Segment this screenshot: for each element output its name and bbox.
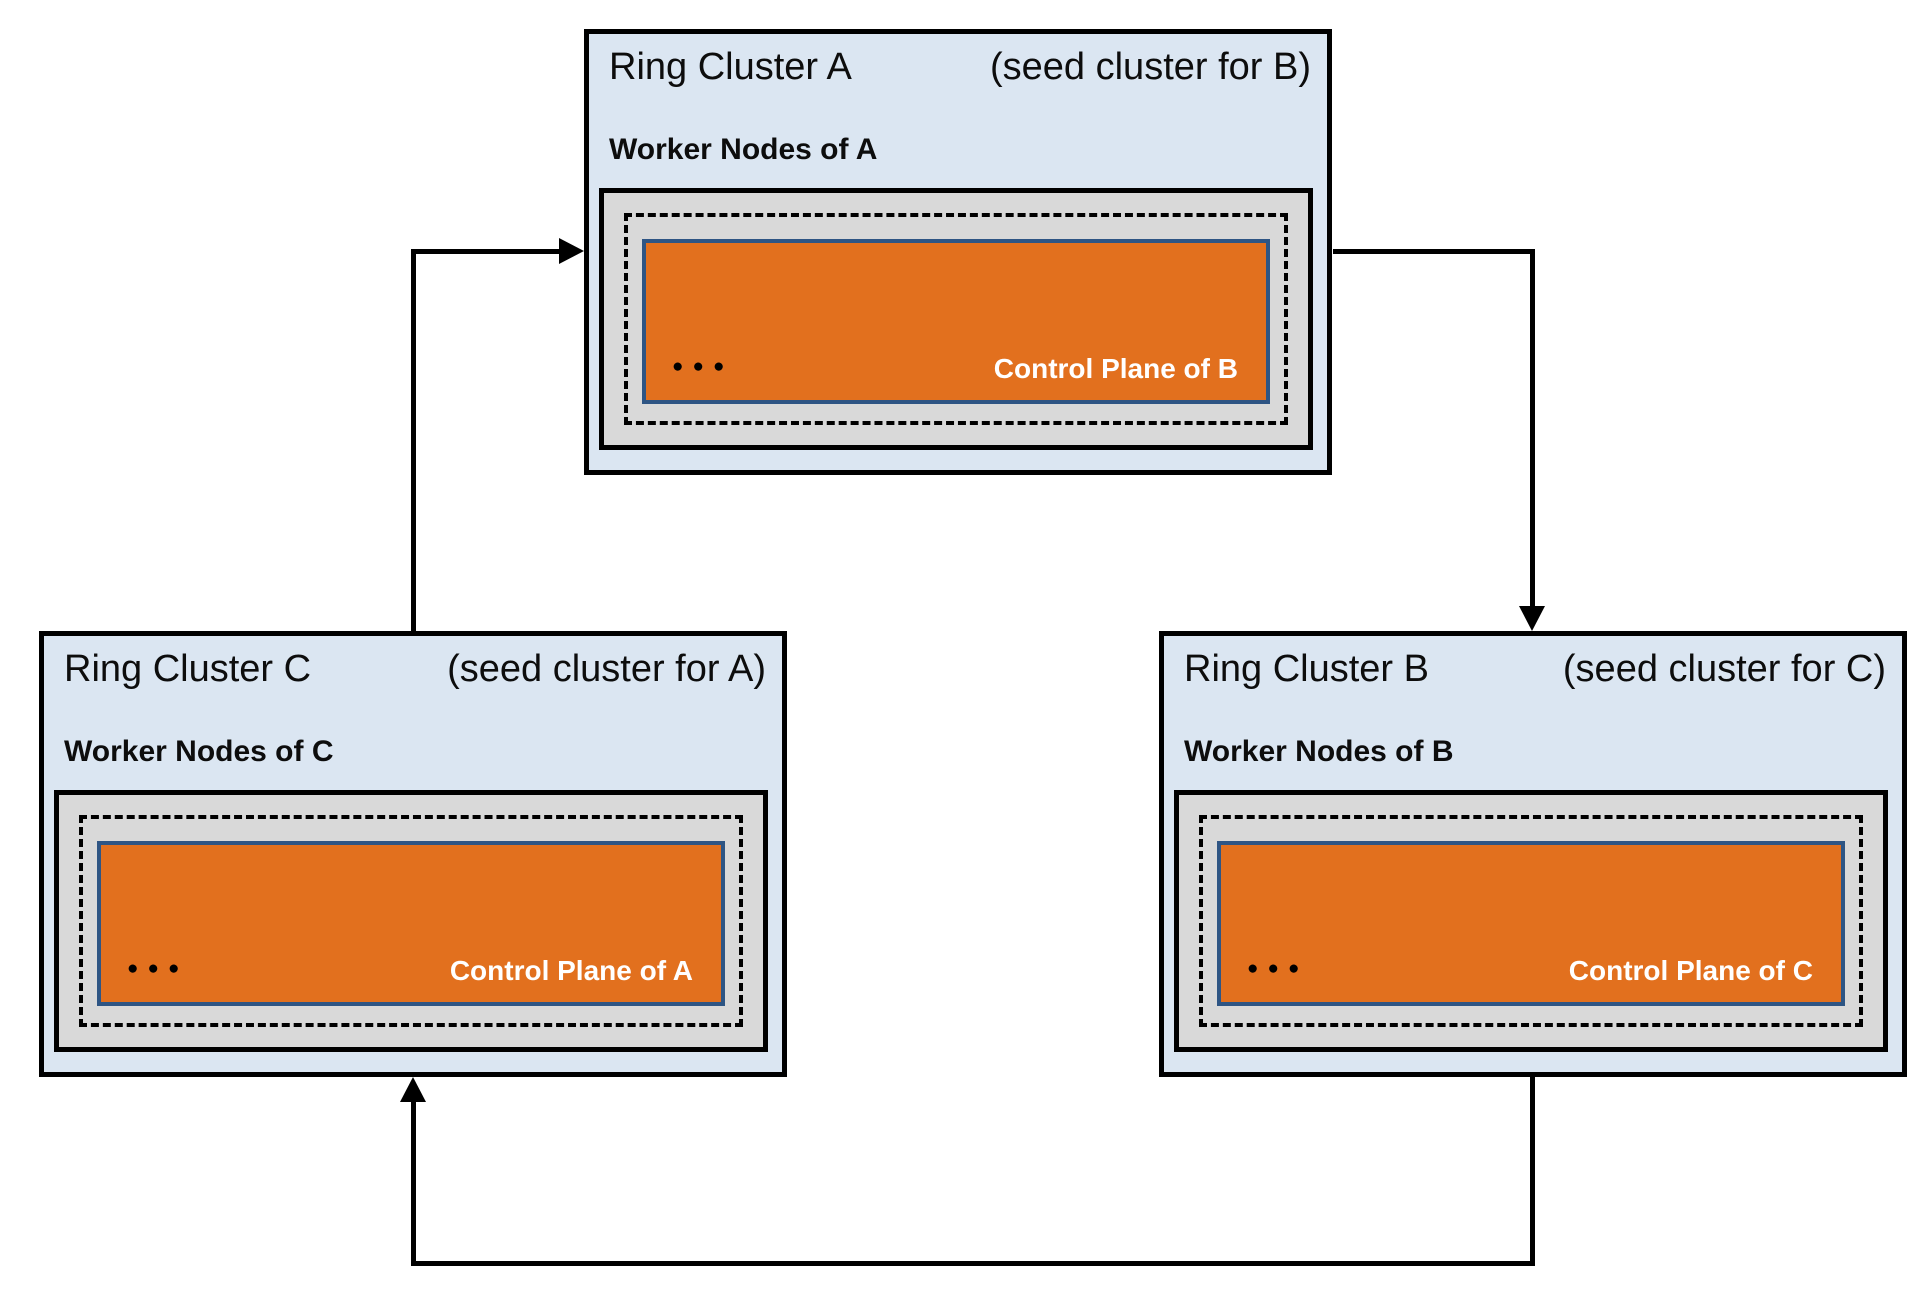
cluster-c-control-plane-box: ●●● Control Plane of A bbox=[97, 841, 725, 1006]
arrow-c-to-a-arrowhead-icon bbox=[559, 238, 584, 264]
arrow-a-to-b-vertical-line bbox=[1530, 249, 1535, 609]
arrow-a-to-b-arrowhead-icon bbox=[1519, 606, 1545, 631]
arrow-b-to-c-horizontal-line bbox=[411, 1261, 1535, 1266]
cluster-box-b: Ring Cluster B (seed cluster for C) Work… bbox=[1159, 631, 1907, 1077]
cluster-c-name: Ring Cluster C bbox=[64, 648, 312, 690]
arrow-b-to-c-arrowhead-icon bbox=[400, 1077, 426, 1102]
cluster-a-control-plane-box: ●●● Control Plane of B bbox=[642, 239, 1270, 404]
cluster-b-control-plane-label: Control Plane of C bbox=[1568, 955, 1813, 987]
cluster-b-seed-note: (seed cluster for C) bbox=[1562, 648, 1886, 690]
cluster-c-node-dashed-outline: ●●● Control Plane of A bbox=[79, 815, 743, 1027]
arrow-b-to-c-vertical-line-left bbox=[411, 1098, 416, 1266]
cluster-a-node-dashed-outline: ●●● Control Plane of B bbox=[624, 213, 1288, 425]
arrow-b-to-c-vertical-line-right bbox=[1530, 1077, 1535, 1266]
cluster-b-name: Ring Cluster B bbox=[1184, 648, 1429, 690]
cluster-c-control-plane-label: Control Plane of A bbox=[449, 955, 693, 987]
cluster-a-seed-note: (seed cluster for B) bbox=[990, 46, 1311, 88]
cluster-a-title: Ring Cluster A (seed cluster for B) bbox=[609, 42, 1311, 93]
cluster-b-worker-nodes-label: Worker Nodes of B bbox=[1184, 735, 1454, 768]
cluster-a-control-plane-label: Control Plane of B bbox=[993, 353, 1238, 385]
cluster-b-control-plane-box: ●●● Control Plane of C bbox=[1217, 841, 1845, 1006]
cluster-b-node-dashed-outline: ●●● Control Plane of C bbox=[1199, 815, 1863, 1027]
cluster-a-worker-nodes-label: Worker Nodes of A bbox=[609, 133, 878, 166]
arrow-a-to-b-horizontal-line bbox=[1333, 249, 1535, 254]
cluster-b-title: Ring Cluster B (seed cluster for C) bbox=[1184, 644, 1886, 695]
cluster-c-seed-note: (seed cluster for A) bbox=[447, 648, 766, 690]
cluster-a-name: Ring Cluster A bbox=[609, 46, 852, 88]
cluster-a-worker-nodes-box: ●●● Control Plane of B bbox=[599, 188, 1313, 450]
cluster-b-worker-nodes-box: ●●● Control Plane of C bbox=[1174, 790, 1888, 1052]
ellipsis-dots: ●●● bbox=[672, 356, 734, 377]
cluster-box-c: Ring Cluster C (seed cluster for A) Work… bbox=[39, 631, 787, 1077]
arrow-c-to-a-vertical-line bbox=[411, 251, 416, 631]
cluster-c-worker-nodes-box: ●●● Control Plane of A bbox=[54, 790, 768, 1052]
cluster-box-a: Ring Cluster A (seed cluster for B) Work… bbox=[584, 29, 1332, 475]
ellipsis-dots: ●●● bbox=[127, 958, 189, 979]
arrow-c-to-a-horizontal-line bbox=[411, 249, 563, 254]
cluster-c-title: Ring Cluster C (seed cluster for A) bbox=[64, 644, 766, 695]
ellipsis-dots: ●●● bbox=[1247, 958, 1309, 979]
cluster-c-worker-nodes-label: Worker Nodes of C bbox=[64, 735, 334, 768]
